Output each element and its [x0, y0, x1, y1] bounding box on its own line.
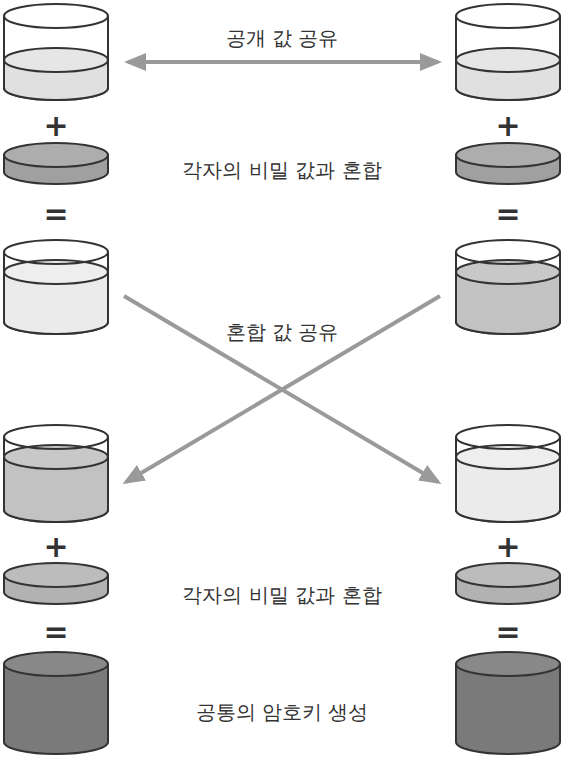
received-beaker — [456, 425, 560, 522]
operator-symbol: + — [495, 108, 520, 144]
step-label: 혼합 값 공유 — [226, 320, 339, 344]
key-cylinder — [4, 652, 108, 754]
step-label: 공개 값 공유 — [226, 26, 339, 50]
secret-disc — [456, 563, 560, 604]
operator-symbol: = — [495, 614, 520, 650]
operator-symbol: = — [43, 614, 68, 650]
mixed-beaker — [4, 240, 108, 334]
step-label: 공통의 암호키 생성 — [196, 700, 369, 724]
operator-symbol: + — [43, 529, 68, 565]
secret-disc — [4, 563, 108, 604]
key-cylinder — [456, 652, 560, 754]
operator-symbol: + — [43, 108, 68, 144]
public-beaker — [4, 4, 108, 100]
operator-symbol: = — [43, 196, 68, 232]
secret-disc — [456, 143, 560, 184]
secret-disc — [4, 143, 108, 184]
step-label: 각자의 비밀 값과 혼합 — [182, 583, 381, 607]
share-arrow — [126, 296, 440, 482]
operator-symbol: = — [495, 196, 520, 232]
public-beaker — [456, 4, 560, 100]
step-label: 각자의 비밀 값과 혼합 — [182, 158, 381, 182]
share-arrow — [128, 60, 438, 64]
operator-symbol: + — [495, 529, 520, 565]
received-beaker — [4, 425, 108, 522]
mixed-beaker — [456, 240, 560, 334]
